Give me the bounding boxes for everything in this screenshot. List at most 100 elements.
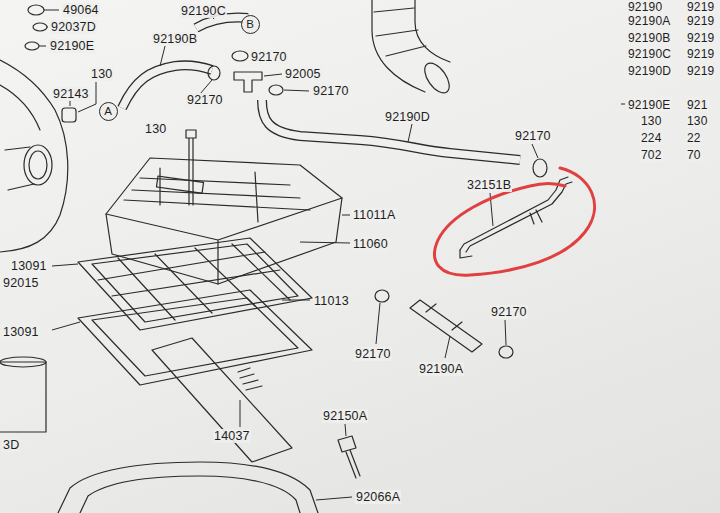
filter-grid — [98, 244, 290, 320]
table-cell: 921 — [686, 98, 709, 112]
air-box — [0, 85, 40, 130]
table-cell: 702 — [640, 148, 663, 162]
part-number: 92170 — [312, 84, 350, 98]
part-number: 32151B — [466, 178, 512, 192]
grommet — [62, 108, 76, 122]
table-cell: 92190B — [627, 31, 672, 45]
clamp — [28, 5, 44, 15]
table-mark — [621, 104, 625, 105]
part-number: 11013 — [313, 294, 350, 308]
part-number: 92190E — [49, 39, 95, 53]
table-cell: 130 — [686, 114, 709, 128]
part-number: 13091 — [2, 325, 40, 339]
elbow-duct — [372, 0, 450, 92]
table-cell: 92190 — [627, 0, 663, 14]
part-number: 92143 — [52, 87, 90, 101]
clamp — [33, 23, 47, 31]
part-number: 92170 — [354, 347, 392, 361]
hose — [262, 100, 520, 160]
part-number: 11060 — [352, 237, 389, 251]
tube — [0, 357, 46, 367]
table-cell: 9219 — [686, 31, 716, 45]
lower-case — [58, 462, 318, 513]
bolt — [338, 436, 360, 478]
leader-line — [376, 303, 380, 344]
leader-line — [316, 497, 352, 500]
circle-letter: B — [246, 18, 254, 30]
clamp — [499, 346, 513, 358]
elbow-duct — [420, 59, 454, 97]
part-number: 92190A — [418, 362, 464, 376]
part-number: 92190D — [384, 110, 431, 124]
table-cell: 92190A — [627, 14, 672, 28]
table-cell: 9219 — [686, 14, 716, 28]
leader-line — [408, 124, 412, 142]
clamp — [208, 66, 220, 80]
part-number: 49064 — [62, 3, 100, 17]
leader-line — [240, 400, 241, 427]
clamp — [375, 290, 389, 302]
part-number: 3D — [2, 438, 20, 452]
part-number: 92170 — [250, 50, 288, 64]
intake-tube — [24, 145, 52, 185]
cover — [106, 158, 342, 284]
table-cell: 92190E — [627, 98, 672, 112]
part-number: 11011A — [352, 208, 396, 222]
part-number: 92015 — [2, 276, 40, 290]
table-cell: 70 — [686, 148, 702, 162]
tube — [0, 362, 46, 432]
hose — [410, 300, 482, 352]
part-number: 92037D — [50, 20, 97, 34]
callout-circle: B — [241, 15, 260, 34]
gasket-frame — [78, 290, 312, 385]
callout-circle: A — [99, 102, 118, 121]
t-fitting — [234, 72, 262, 92]
leader-line — [445, 336, 450, 358]
part-number: 92170 — [514, 129, 552, 143]
table-cell: 130 — [640, 114, 663, 128]
lower-case — [80, 476, 300, 513]
circle-letter: A — [104, 105, 112, 117]
bolt — [186, 130, 196, 205]
part-number: 92170 — [490, 305, 528, 319]
hose — [262, 100, 520, 160]
part-number: 130 — [90, 67, 113, 81]
part-number: 130 — [144, 122, 167, 136]
pipe-bracket — [460, 210, 542, 258]
clamp — [25, 42, 39, 50]
breather-pipe — [466, 182, 572, 252]
table-cell: 9219 — [686, 64, 716, 78]
part-number: 14037 — [213, 429, 251, 443]
filter-pleats — [238, 368, 262, 390]
elbow-duct — [374, 8, 426, 56]
part-number: 92150A — [322, 409, 368, 423]
part-number: 92190B — [152, 32, 198, 46]
filter-element — [152, 338, 292, 462]
clamp — [232, 51, 248, 61]
cover-rib — [124, 168, 310, 222]
part-number: 92190C — [180, 4, 227, 18]
clamp — [533, 159, 547, 177]
table-cell: 9219 — [686, 47, 716, 61]
part-number: 92066A — [355, 490, 401, 504]
leader-line — [505, 320, 506, 345]
leader-line — [52, 264, 310, 330]
leader-line — [532, 144, 538, 158]
table-cell: 224 — [640, 131, 663, 145]
table-cell: 92190D — [627, 64, 672, 78]
table-cell: 22 — [686, 131, 702, 145]
hand-drawn-circle — [435, 168, 595, 275]
table-cell: 9219 — [686, 0, 716, 14]
leader-line — [300, 215, 350, 243]
intake-tube — [5, 147, 34, 190]
table-cell: 92190C — [627, 47, 672, 61]
cover — [106, 198, 342, 284]
part-number: 92170 — [186, 93, 224, 107]
logo-plate — [156, 176, 203, 193]
leader-line — [160, 46, 165, 66]
clamp — [269, 85, 283, 95]
part-number: 13091 — [10, 259, 48, 273]
part-number: 92005 — [284, 67, 322, 81]
leader-line — [345, 424, 346, 436]
